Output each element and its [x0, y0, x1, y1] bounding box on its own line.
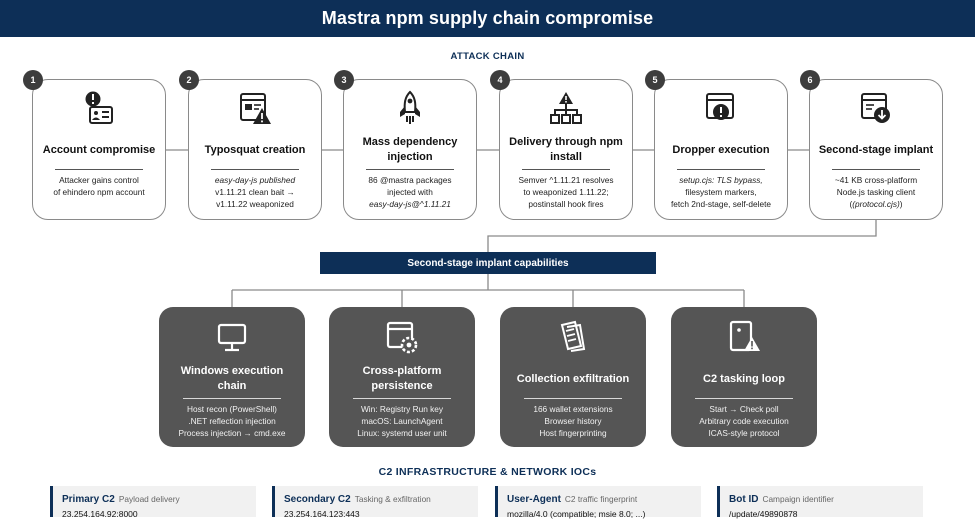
ioc-label: User-Agent — [507, 494, 561, 505]
ioc-value: 23.254.164.123:443 — [284, 509, 360, 519]
ioc-value: /update/49890878 — [729, 509, 798, 519]
ioc-sublabel: Campaign identifier — [762, 494, 834, 504]
capability-description: Host recon (PowerShell).NET reflection i… — [178, 404, 286, 438]
step-delivery-npm-install: 4 Delivery through npm install Semver ^1… — [490, 70, 633, 220]
divider — [366, 169, 454, 170]
step-number: 6 — [800, 70, 820, 90]
ioc-section-label: C2 INFRASTRUCTURE & NETWORK IOCs — [378, 466, 597, 478]
capability-title: C2 tasking loop — [703, 372, 785, 385]
capabilities-banner: Second-stage implant capabilities — [320, 252, 656, 274]
ioc-value: 23.254.164.92:8000 — [62, 509, 138, 519]
collection-documents-icon — [560, 320, 586, 352]
header-bar: Mastra npm supply chain compromise — [0, 0, 975, 37]
step-title: Second-stage implant — [818, 143, 934, 156]
page-title: Mastra npm supply chain compromise — [321, 8, 654, 28]
divider — [522, 169, 610, 170]
step-number: 2 — [179, 70, 199, 90]
implant-download-icon — [861, 93, 890, 123]
account-alert-icon — [85, 91, 113, 124]
step-title: Dropper execution — [672, 143, 770, 156]
ioc-label: Primary C2 — [62, 494, 115, 505]
step-second-stage-implant: 6 Second-stage implant ~41 KB cross-plat… — [800, 70, 943, 220]
step-number: 5 — [645, 70, 665, 90]
step-title: Mass dependency injection — [362, 136, 458, 163]
step-title: Delivery through npm install — [509, 136, 623, 163]
dropper-alert-icon — [706, 93, 734, 120]
rocket-injection-icon — [400, 90, 420, 124]
capability-title: Cross-platform persistence — [362, 365, 442, 392]
divider — [211, 169, 299, 170]
capability-title: Collection exfiltration — [516, 372, 630, 385]
capability-cross-platform-persistence: Cross-platform persistence Win: Registry… — [329, 307, 475, 447]
ioc-value: mozilla/4.0 (compatible; msie 8.0; ...) — [507, 509, 646, 519]
capability-windows-execution-chain: Windows execution chain Host recon (Powe… — [159, 307, 305, 447]
capability-collection-exfiltration: Collection exfiltration 166 wallet exten… — [500, 307, 646, 447]
typosquat-warning-icon — [240, 93, 271, 124]
step-typosquat-creation: 2 Typosquat creation easy-day-js publish… — [179, 70, 322, 220]
divider — [524, 398, 622, 399]
step-title: Account compromise — [42, 143, 156, 156]
ioc-label: Secondary C2 — [284, 494, 351, 505]
divider — [55, 169, 143, 170]
step-title: Typosquat creation — [204, 143, 306, 156]
tasking-alert-icon — [729, 320, 760, 352]
monitor-icon — [217, 323, 247, 352]
ioc-sublabel: Payload delivery — [118, 494, 180, 504]
ioc-sublabel: Tasking & exfiltration — [354, 494, 431, 504]
step-mass-dependency-injection: 3 Mass dependency injection 86 @mastra p… — [334, 70, 477, 220]
step-dropper-execution: 5 Dropper execution setup.cjs: TLS bypas… — [645, 70, 788, 220]
divider — [353, 398, 451, 399]
divider — [677, 169, 765, 170]
attack-chain-label: ATTACK CHAIN — [450, 51, 525, 62]
capability-title: Windows execution chain — [180, 365, 284, 392]
divider — [183, 398, 281, 399]
ioc-sublabel: C2 traffic fingerprint — [564, 494, 638, 504]
step-description: setup.cjs: TLS bypass,filesystem markers… — [670, 175, 772, 209]
step-number: 1 — [23, 70, 43, 90]
step-number: 4 — [490, 70, 510, 90]
ioc-label: Bot ID — [729, 494, 759, 505]
persistence-gear-icon — [386, 321, 418, 354]
divider — [695, 398, 793, 399]
package-tree-icon — [550, 92, 582, 124]
step-number: 3 — [334, 70, 354, 90]
step-account-compromise: 1 Account compromise Attacker gains cont… — [23, 70, 166, 220]
divider — [832, 169, 920, 170]
